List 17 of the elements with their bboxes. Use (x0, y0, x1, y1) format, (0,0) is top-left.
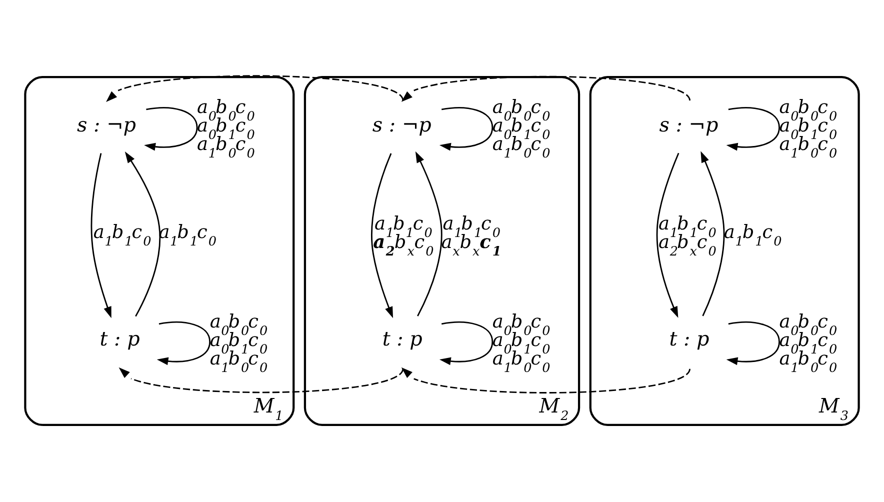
edge-label: a$_{0}$b$_{0}$c$_{0}$ a$_{0}$b$_{1}$c$_{0}$ a$_{1}$b$_{0}$c$_{0}$ (779, 312, 838, 376)
edge-label: a$_{1}$b$_{1}$c$_{0}$ a$_{x}$b$_{x}$c$_{1}$ (441, 214, 502, 260)
edge-label: a$_{0}$b$_{0}$c$_{0}$ a$_{0}$b$_{1}$c$_{0}$ a$_{1}$b$_{0}$c$_{0}$ (779, 97, 838, 162)
edge-label: a$_{1}$b$_{1}$c$_{0}$ (724, 222, 782, 250)
edge-label: a$_{0}$b$_{0}$c$_{0}$ a$_{0}$b$_{1}$c$_{0}$ a$_{1}$b$_{0}$c$_{0}$ (197, 97, 255, 162)
node-text: s : ¬p (659, 113, 718, 136)
edge-label: a$_{0}$b$_{0}$c$_{0}$ a$_{0}$b$_{1}$c$_{0}$ a$_{1}$b$_{0}$c$_{0}$ (210, 312, 268, 376)
edge-label: a$_{1}$b$_{1}$c$_{0}$ a$_{2}$b$_{x}$c$_{0}$ (373, 214, 434, 260)
edge-label: a$_{0}$b$_{0}$c$_{0}$ a$_{0}$b$_{1}$c$_{0}$ a$_{1}$b$_{0}$c$_{0}$ (492, 312, 550, 376)
node-text: t : p (100, 328, 140, 351)
node-text: t : p (382, 328, 422, 351)
edge-label: a$_{1}$b$_{1}$c$_{0}$ a$_{2}$b$_{x}$c$_{0}$ (658, 214, 716, 260)
edge-label: a$_{0}$b$_{0}$c$_{0}$ a$_{0}$b$_{1}$c$_{0}$ a$_{1}$b$_{0}$c$_{0}$ (492, 97, 550, 162)
node-text: s : ¬p (372, 113, 432, 136)
node-text: s : ¬p (77, 113, 136, 136)
edge-label: a$_{1}$b$_{1}$c$_{0}$ (93, 222, 152, 250)
node-text: t : p (669, 328, 710, 351)
